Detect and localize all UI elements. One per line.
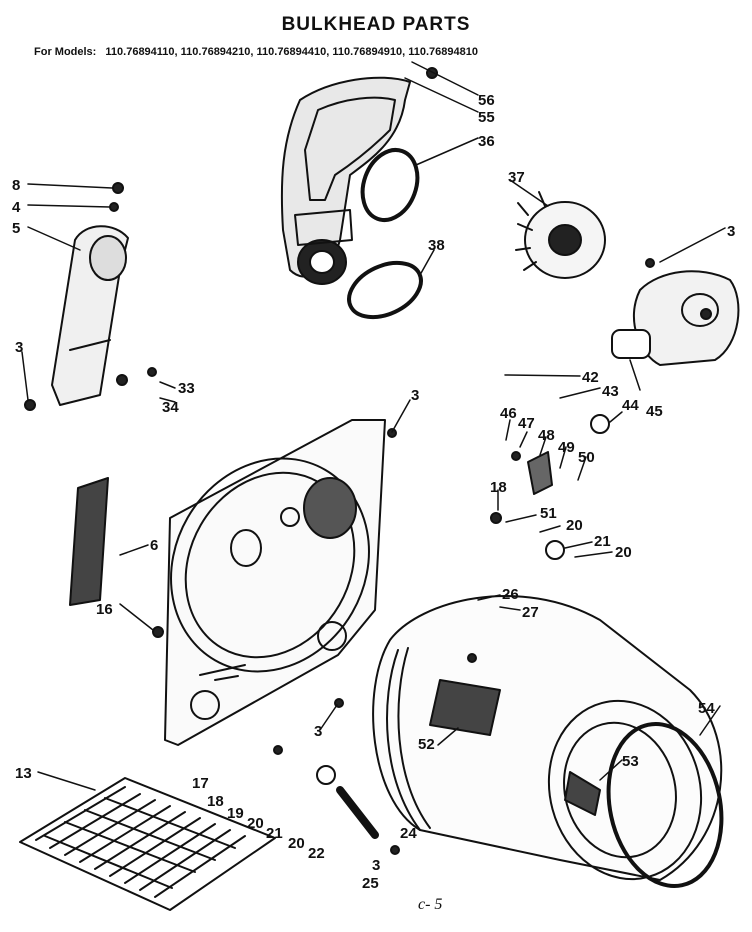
callout-26: 26 (502, 586, 519, 603)
rear-drum-seal (606, 721, 724, 889)
callout-13: 13 (15, 765, 32, 782)
callout-4: 4 (12, 199, 21, 216)
callout-16: 16 (96, 601, 113, 618)
blower-housing (280, 76, 411, 285)
callout-56: 56 (478, 92, 495, 109)
drum (372, 595, 724, 889)
front-panel (51, 225, 129, 406)
callout-21: 21 (266, 825, 283, 842)
callout-44: 44 (622, 397, 639, 414)
model-numbers: 110.76894110, 110.76894210, 110.76894410… (105, 46, 478, 58)
callout-3: 3 (411, 387, 419, 404)
callout-20: 20 (247, 815, 264, 832)
callout-55: 55 (478, 109, 495, 126)
callout-18: 18 (207, 793, 224, 810)
callout-5: 5 (12, 220, 20, 237)
callout-50: 50 (578, 449, 595, 466)
callout-17: 17 (192, 775, 209, 792)
seal-ring-38 (347, 260, 423, 320)
callout-51: 51 (540, 505, 557, 522)
seal-ring-36 (360, 148, 420, 222)
callout-18: 18 (490, 479, 507, 496)
callout-24: 24 (400, 825, 417, 842)
lint-screen (19, 777, 276, 911)
callout-54: 54 (698, 700, 715, 717)
callout-3: 3 (314, 723, 322, 740)
roller-axle (336, 786, 379, 839)
callout-52: 52 (418, 736, 435, 753)
callout-45: 45 (646, 403, 663, 420)
models-lead: For Models: (34, 46, 97, 58)
callout-3: 3 (372, 857, 380, 874)
callout-20: 20 (566, 517, 583, 534)
callout-labels: 56 55 36 37 3 8 4 5 38 3 33 34 42 43 44 … (12, 92, 735, 892)
blower-wheel (515, 191, 606, 279)
callout-47: 47 (518, 415, 535, 432)
callout-34: 34 (162, 399, 179, 416)
callout-20: 20 (288, 835, 305, 852)
callout-37: 37 (508, 169, 525, 186)
callout-49: 49 (558, 439, 575, 456)
callout-27: 27 (522, 604, 539, 621)
callout-3: 3 (15, 339, 23, 356)
model-list: For Models: 110.76894110, 110.76894210, … (34, 46, 478, 58)
callout-3: 3 (727, 223, 735, 240)
callout-38: 38 (428, 237, 445, 254)
leader-lines (21, 61, 726, 791)
callout-36: 36 (478, 133, 495, 150)
switch-assembly (69, 477, 109, 606)
callout-21: 21 (594, 533, 611, 550)
callout-48: 48 (538, 427, 555, 444)
callout-25: 25 (362, 875, 379, 892)
idler-bracket (527, 451, 553, 495)
callout-42: 42 (582, 369, 599, 386)
callout-33: 33 (178, 380, 195, 397)
motor-housing (611, 270, 740, 366)
callout-20: 20 (615, 544, 632, 561)
callout-19: 19 (227, 805, 244, 822)
diagram-title: BULKHEAD PARTS (281, 14, 471, 35)
callout-53: 53 (622, 753, 639, 770)
callout-8: 8 (12, 177, 20, 194)
callout-46: 46 (500, 405, 517, 422)
bulkhead-panel (164, 419, 386, 746)
callout-6: 6 (150, 537, 158, 554)
small-parts (24, 67, 655, 855)
callout-22: 22 (308, 845, 325, 862)
callout-43: 43 (602, 383, 619, 400)
page-number: c- 5 (418, 896, 443, 913)
